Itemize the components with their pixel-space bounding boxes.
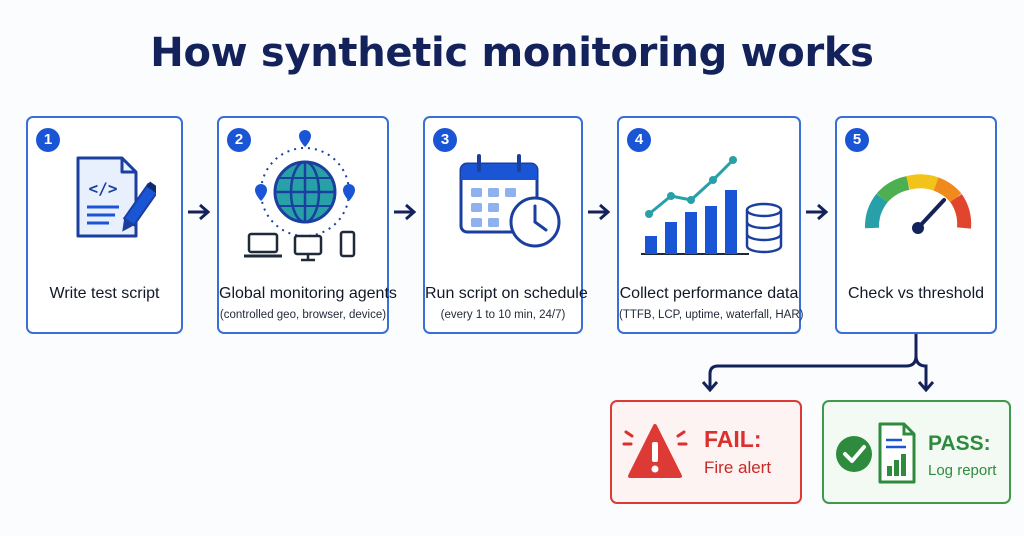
page-title: How synthetic monitoring works (150, 30, 874, 76)
fail-outcome: FAIL: Fire alert (610, 400, 802, 504)
step-number: 2 (227, 128, 251, 152)
globe-devices-icon (243, 130, 367, 266)
pass-text: Log report (928, 462, 997, 479)
step-number: 5 (845, 128, 869, 152)
arrow-right-icon (588, 203, 611, 221)
arrow-right-icon (188, 203, 211, 221)
step-label: Write test script (49, 285, 160, 302)
warning-icon (622, 422, 688, 482)
step-global-agents: 2 Global monitoring agents (controlled g… (217, 116, 397, 334)
step-number: 3 (433, 128, 457, 152)
arrow-right-icon (806, 203, 829, 221)
arrow-right-icon (394, 203, 417, 221)
step-number: 4 (627, 128, 651, 152)
fail-text: Fire alert (704, 458, 772, 477)
step-run-schedule: 3 Run script on schedule (every 1 to 10 … (423, 116, 588, 334)
step-label: Check vs threshold (847, 285, 985, 302)
check-report-icon (834, 420, 920, 486)
pass-heading: PASS: (928, 432, 991, 455)
pass-outcome: PASS: Log report (822, 400, 1011, 504)
svg-text:</>: </> (89, 179, 118, 198)
step-check-threshold: 5 Check vs threshold (835, 116, 997, 334)
step-write-test-script: 1 </> Write test script (26, 116, 183, 334)
step-subtitle: (controlled geo, browser, device) (219, 309, 387, 321)
step-subtitle: (every 1 to 10 min, 24/7) (440, 309, 566, 321)
bar-chart-database-icon (637, 156, 787, 260)
fail-heading: FAIL: (704, 426, 762, 452)
gauge-icon (862, 158, 974, 242)
step-number: 1 (36, 128, 60, 152)
step-label: Run script on schedule (425, 285, 588, 302)
step-label: Global monitoring agents (219, 285, 397, 302)
step-subtitle: (TTFB, LCP, uptime, waterfall, HAR) (619, 309, 804, 321)
calendar-clock-icon (457, 154, 565, 250)
step-label: Collect performance data (619, 285, 799, 302)
branch-connector (701, 334, 935, 393)
code-script-icon: </> (70, 152, 156, 244)
step-collect-data: 4 Collect performance data (TTFB, LCP, u… (617, 116, 804, 334)
